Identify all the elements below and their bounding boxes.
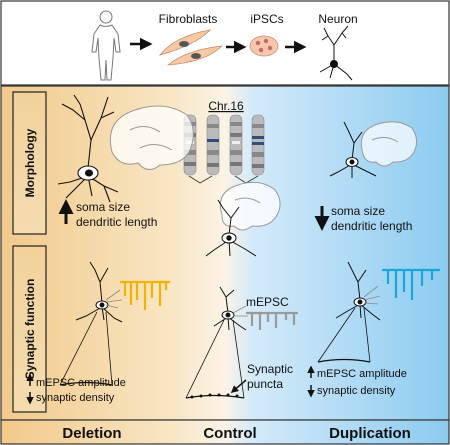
pointer-arrow-icon: [230, 379, 247, 393]
deletion-brain-icon: [109, 105, 194, 170]
chromosome: [229, 114, 243, 176]
fibroblast-cells-icon: [158, 29, 224, 66]
control-neuron-morphology: [205, 199, 257, 257]
synaptic-puncta-line1: Synaptic: [247, 362, 293, 376]
column-label-deletion: Deletion: [62, 425, 121, 442]
control-brain-icon: [219, 181, 281, 231]
deletion-syn-line1: mEPSC amplitude: [36, 377, 126, 389]
duplication-morph-line1: soma size: [331, 204, 385, 218]
deletion-neuron-synaptic: [59, 261, 123, 386]
deletion-morph-line2: dendritic length: [76, 215, 157, 229]
duplication-mepsc-trace: [382, 268, 440, 300]
chromosome: [251, 114, 265, 176]
morphology-label-box: [12, 91, 47, 235]
duplication-syn-line1: mEPSC amplitude: [317, 368, 407, 380]
row-label-synaptic: Synaptic function: [23, 279, 37, 380]
duplication-brain-icon: [360, 121, 418, 167]
pipeline-panel: [0, 0, 450, 86]
synaptic-puncta-line2: puncta: [247, 377, 283, 391]
deletion-mepsc-trace: [120, 280, 170, 310]
duplication-syn-line2: synaptic density: [317, 385, 396, 397]
column-label-control: Control: [203, 425, 256, 442]
human-figure-icon: [91, 10, 121, 81]
deletion-morph-line1: soma size: [76, 200, 130, 214]
chromosome-label: Chr.16: [208, 99, 244, 113]
ipsc-colony-icon: [249, 35, 279, 57]
deletion-neuron-morphology: [57, 94, 119, 203]
duplication-neuron-morphology: [329, 121, 377, 178]
duplication-morph-line2: dendritic length: [331, 219, 412, 233]
control-mepsc-trace: [246, 311, 298, 330]
duplication-neuron-synaptic: [317, 261, 381, 363]
mepsc-label: mEPSC: [246, 295, 289, 309]
chromosome: [206, 114, 220, 176]
column-label-duplication: Duplication: [329, 425, 411, 442]
step-ipscs-label: iPSCs: [250, 12, 283, 26]
step-neuron-label: Neuron: [318, 12, 357, 26]
neuron-icon: [319, 25, 353, 81]
column-label-bar: [0, 419, 450, 445]
row-label-morphology: Morphology: [23, 128, 37, 197]
deletion-syn-line2: synaptic density: [36, 392, 115, 404]
synaptic-puncta-markers: [190, 393, 239, 399]
step-fibroblasts-label: Fibroblasts: [159, 12, 218, 26]
